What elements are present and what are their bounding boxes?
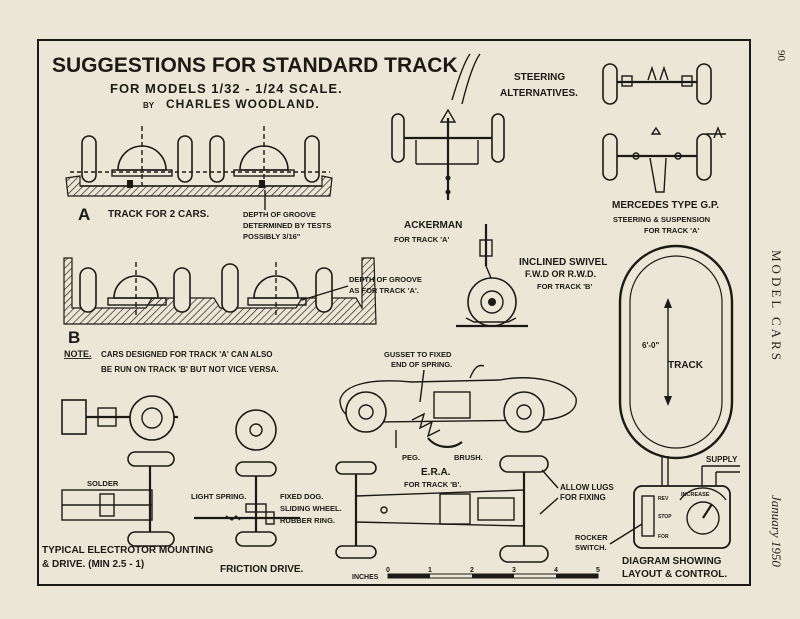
supply-label: SUPPLY [706, 455, 738, 464]
track-a-groove-1: DEPTH OF GROOVE [243, 210, 316, 219]
scale-tick-5: 5 [596, 567, 600, 574]
chassis-plan-drawing [335, 455, 549, 563]
sliding-wheel-label: SLIDING WHEEL. [280, 504, 342, 513]
friction-drive-drawing [194, 409, 300, 547]
light-spring-label: LIGHT SPRING. [191, 492, 246, 501]
rocker-switch-1: ROCKER [575, 533, 608, 542]
scale-tick-3: 3 [512, 567, 516, 574]
magazine-name: MODEL CARS [769, 250, 784, 363]
mercedes-drawing [602, 63, 726, 193]
mercedes-subtitle-1: STEERING & SUSPENSION [613, 215, 710, 224]
scale-tick-4: 4 [554, 567, 558, 574]
lugs-label-2: FOR FIXING [560, 493, 606, 502]
subtitle: FOR MODELS 1/32 - 1/24 SCALE. [110, 81, 343, 96]
track-b-groove-1: DEPTH OF GROOVE [349, 275, 422, 284]
electrotor-drawing [61, 395, 178, 547]
scale-tick-1: 1 [428, 567, 432, 574]
drawing-border [37, 39, 751, 586]
layout-caption-2: LAYOUT & CONTROL. [622, 569, 727, 580]
track-label: TRACK [668, 360, 704, 371]
track-a-drawing [65, 126, 333, 197]
page-title: SUGGESTIONS FOR STANDARD TRACK [52, 54, 458, 77]
swivel-line-2: F.W.D OR R.W.D. [525, 269, 596, 279]
brush-label: BRUSH. [454, 453, 483, 462]
track-a-label: TRACK FOR 2 CARS. [108, 209, 209, 220]
track-b-drawing [63, 257, 377, 325]
note-line-2: BE RUN ON TRACK 'B' BUT NOT VICE VERSA. [101, 365, 279, 374]
swivel-line-3: FOR TRACK 'B' [537, 282, 592, 291]
ackerman-title: ACKERMAN [404, 220, 462, 231]
note-line-1: CARS DESIGNED FOR TRACK 'A' CAN ALSO [101, 350, 273, 359]
rubber-ring-label: RUBBER RING. [280, 516, 335, 525]
note-label: NOTE. [64, 349, 92, 359]
author-name: CHARLES WOODLAND. [166, 97, 320, 111]
steering-heading-2: ALTERNATIVES. [500, 88, 578, 99]
era-title: E.R.A. [421, 467, 451, 478]
byline-by: BY [143, 101, 155, 110]
issue-date: January 1950 [769, 495, 784, 567]
solder-label: SOLDER [87, 479, 119, 488]
era-car-drawing [339, 364, 577, 448]
layout-caption-1: DIAGRAM SHOWING [622, 556, 722, 567]
mercedes-title: MERCEDES TYPE G.P. [612, 200, 719, 211]
scale-label: INCHES [352, 574, 379, 581]
scale-tick-0: 0 [386, 567, 390, 574]
scale-tick-labels: 0 1 2 3 4 5 [386, 567, 600, 574]
oval-track-layout [618, 244, 740, 549]
mercedes-subtitle-2: FOR TRACK 'A' [644, 226, 699, 235]
increase-label: INCREASE [681, 492, 710, 498]
peg-label: PEG. [402, 453, 420, 462]
track-dimension: 6'-0" [642, 341, 659, 350]
track-a-letter: A [78, 205, 90, 224]
electrotor-caption-2: & DRIVE. (MIN 2.5 - 1) [42, 559, 144, 570]
lugs-label-1: ALLOW LUGS [560, 483, 614, 492]
fixed-dog-label: FIXED DOG. [280, 492, 323, 501]
page-number: 90 [775, 50, 787, 62]
swivel-title: INCLINED SWIVEL [519, 257, 607, 268]
gusset-label-2: END OF SPRING. [391, 360, 452, 369]
stop-label: STOP [658, 514, 672, 520]
steering-heading-1: STEERING [514, 72, 565, 83]
track-b-letter: B [68, 328, 80, 347]
track-a-groove-2: DETERMINED BY TESTS [243, 221, 331, 230]
electrotor-caption-1: TYPICAL ELECTROTOR MOUNTING [42, 545, 214, 556]
inclined-swivel-drawing [456, 224, 528, 328]
rev-label: REV [658, 496, 669, 502]
fwd-label: FOR [658, 534, 669, 540]
ackerman-subtitle: FOR TRACK 'A' [394, 235, 449, 244]
track-a-groove-3: POSSIBLY 3/16" [243, 232, 301, 241]
inches-scale [387, 573, 599, 579]
rocker-switch-2: SWITCH. [575, 543, 607, 552]
friction-caption: FRICTION DRIVE. [220, 564, 304, 575]
track-b-groove-2: AS FOR TRACK 'A'. [349, 286, 419, 295]
ackerman-drawing [391, 53, 505, 200]
scale-tick-2: 2 [470, 567, 474, 574]
gusset-label-1: GUSSET TO FIXED [384, 350, 452, 359]
era-subtitle: FOR TRACK 'B'. [404, 480, 461, 489]
